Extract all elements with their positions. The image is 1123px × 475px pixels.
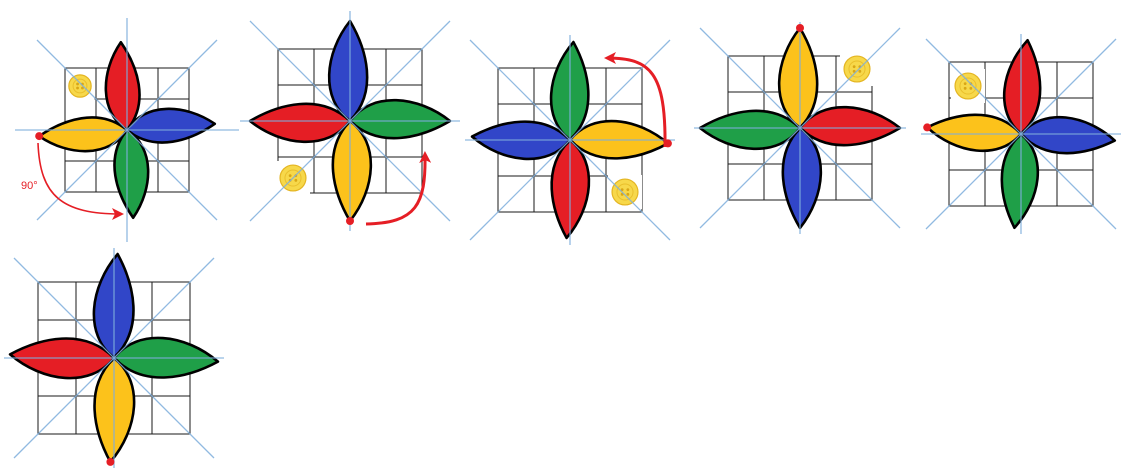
button-body <box>844 56 870 82</box>
panel-4 <box>694 22 906 234</box>
start-point-marker <box>35 132 43 140</box>
start-point-marker <box>106 458 114 466</box>
button-hole <box>964 87 967 90</box>
button-hole <box>294 179 297 182</box>
button-body <box>69 75 91 97</box>
button-hole <box>76 87 79 90</box>
start-point-marker <box>923 123 931 131</box>
button-hole <box>858 70 861 73</box>
button-body <box>612 179 638 205</box>
button-hole <box>76 83 79 86</box>
panel-5 <box>921 34 1121 234</box>
petal <box>38 115 128 155</box>
button-body <box>955 73 981 99</box>
button-icon <box>951 69 985 103</box>
rotation-arrow-1 <box>38 143 121 214</box>
button-icon <box>840 52 874 86</box>
button-hole <box>626 193 629 196</box>
button-hole <box>626 188 629 191</box>
button-hole <box>853 65 856 68</box>
button-hole <box>289 174 292 177</box>
start-point-marker <box>796 24 804 32</box>
button-icon <box>66 72 95 101</box>
button-hole <box>964 82 967 85</box>
panel-6 <box>4 248 224 468</box>
rotation-arrow-2 <box>366 154 425 224</box>
button-hole <box>969 87 972 90</box>
button-icon <box>608 175 642 209</box>
start-point-marker <box>346 217 354 225</box>
rotation-angle-label: 90° <box>21 180 38 192</box>
panel-2 <box>240 11 460 231</box>
panel-1 <box>15 18 239 242</box>
